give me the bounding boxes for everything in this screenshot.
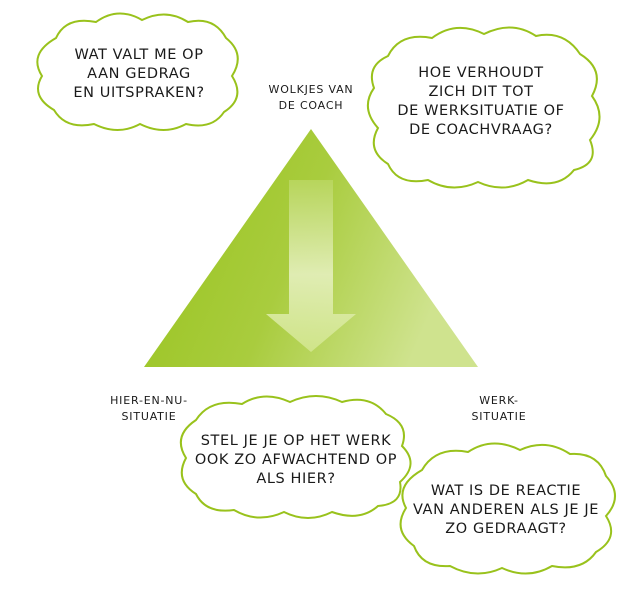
- cloud-top-right-shape: [367, 26, 601, 189]
- label-line: SITUATIE: [121, 410, 177, 423]
- cloud-top-right-text: HOE VERHOUDT ZICH DIT TOT DE WERKSITUATI…: [386, 64, 576, 140]
- cloud-line: EN UITSPRAKEN?: [73, 85, 205, 101]
- label-hier-en-nu: HIER-EN-NU- SITUATIE: [86, 393, 212, 425]
- cloud-line: ZO GEDRAAGT?: [445, 521, 567, 537]
- cloud-line: ZICH DIT TOT: [428, 84, 534, 100]
- cloud-top-left-text: WAT VALT ME OP AAN GEDRAG EN UITSPRAKEN?: [64, 46, 214, 103]
- cloud-line: VAN ANDEREN ALS JE JE: [412, 502, 600, 518]
- cloud-line: DE WERKSITUATIE OF: [397, 103, 565, 119]
- cloud-top-left-shape: [36, 12, 239, 131]
- cloud-line: WAT IS DE REACTIE: [430, 483, 582, 499]
- cloud-line: AAN GEDRAG: [87, 66, 191, 82]
- label-line: SITUATIE: [471, 410, 527, 423]
- down-arrow-icon: [266, 180, 356, 352]
- label-line: DE COACH: [278, 99, 344, 112]
- cloud-line: HOE VERHOUDT: [418, 65, 544, 81]
- cloud-line: OOK ZO AFWACHTEND OP: [194, 452, 398, 468]
- label-line: HIER-EN-NU-: [110, 394, 188, 407]
- label-line: WERK-: [479, 394, 519, 407]
- label-coach: WOLKJES VAN DE COACH: [248, 82, 374, 114]
- cloud-line: DE COACHVRAAG?: [409, 122, 553, 138]
- cloud-bottom-right-shape: [399, 442, 616, 575]
- label-line: WOLKJES VAN: [268, 83, 354, 96]
- cloud-bottom-middle-shape: [179, 395, 412, 519]
- cloud-line: ALS HIER?: [256, 471, 336, 487]
- cloud-line: STEL JE JE OP HET WERK: [200, 433, 392, 449]
- cloud-line: WAT VALT ME OP: [74, 47, 204, 63]
- cloud-bottom-right-text: WAT IS DE REACTIE VAN ANDEREN ALS JE JE …: [404, 482, 608, 539]
- label-werksituatie: WERK- SITUATIE: [444, 393, 554, 425]
- cloud-bottom-middle-text: STEL JE JE OP HET WERK OOK ZO AFWACHTEND…: [186, 432, 406, 489]
